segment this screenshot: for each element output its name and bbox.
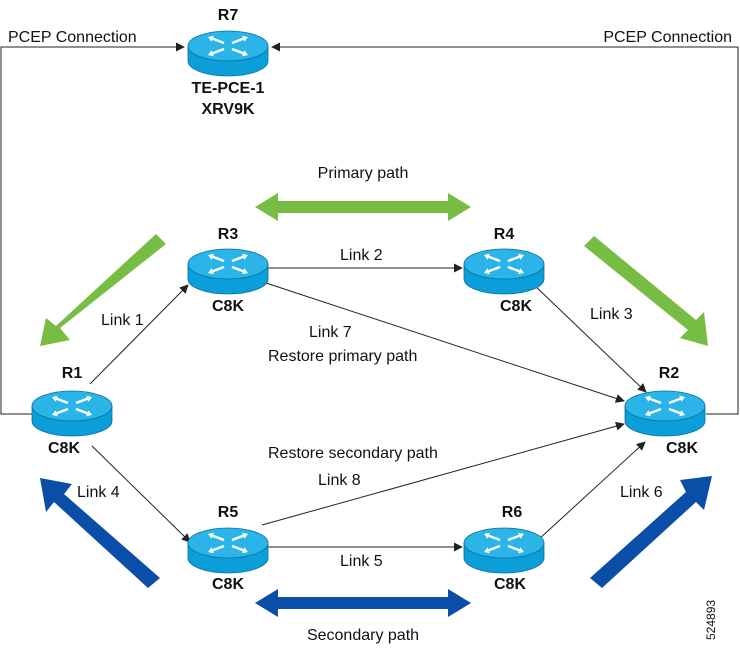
router-r1-name: R1 xyxy=(62,365,83,382)
router-arrows-icon xyxy=(208,253,248,275)
pcep-connection-right xyxy=(271,42,739,415)
link-8-line xyxy=(261,421,625,526)
router-r7-icon[interactable] xyxy=(187,30,269,77)
router-r5-model: C8K xyxy=(212,576,244,593)
link-6-line xyxy=(537,441,646,541)
router-r7-model-line1: TE-PCE-1 xyxy=(192,80,265,97)
router-r1-icon[interactable] xyxy=(31,390,113,437)
router-arrows-icon xyxy=(208,35,248,57)
link-6-label: Link 6 xyxy=(620,484,663,501)
pcep-connection-right-label: PCEP Connection xyxy=(603,29,732,46)
router-r1-model: C8K xyxy=(48,440,80,457)
secondary-direction-arrow-right xyxy=(590,476,712,588)
restore-secondary-path-label: Restore secondary path xyxy=(268,445,438,462)
link-5-label: Link 5 xyxy=(340,553,383,570)
pcep-connection-left-label: PCEP Connection xyxy=(8,29,137,46)
link-7-label: Link 7 xyxy=(309,324,352,341)
link-3-line xyxy=(532,283,647,393)
router-arrows-icon xyxy=(484,532,524,554)
router-r3-icon[interactable] xyxy=(187,248,269,295)
router-r5-icon[interactable] xyxy=(187,527,269,574)
router-r2-model: C8K xyxy=(666,440,698,457)
router-r4-model: C8K xyxy=(500,298,532,315)
link-3-label: Link 3 xyxy=(590,306,633,323)
router-r6-icon[interactable] xyxy=(463,527,545,574)
router-arrows-icon xyxy=(52,395,92,417)
router-r2-icon[interactable] xyxy=(624,390,706,437)
figure-id: 524893 xyxy=(704,600,718,640)
router-arrows-icon xyxy=(645,395,685,417)
primary-path-label: Primary path xyxy=(318,165,409,182)
router-r3-model: C8K xyxy=(212,298,244,315)
primary-direction-arrow-right xyxy=(584,236,708,346)
link-4-line xyxy=(91,445,191,543)
router-r6-model: C8K xyxy=(494,576,526,593)
router-arrows-icon xyxy=(208,532,248,554)
pcep-connection-left xyxy=(0,42,185,415)
router-r2-name: R2 xyxy=(659,365,680,382)
router-r4-icon[interactable] xyxy=(463,248,545,295)
router-r5-name: R5 xyxy=(218,504,239,521)
router-r3-name: R3 xyxy=(218,226,239,243)
link-1-line xyxy=(89,284,189,385)
secondary-direction-arrow-left xyxy=(40,478,160,588)
secondary-path-arrow xyxy=(255,589,471,617)
router-arrows-icon xyxy=(484,253,524,275)
router-r7-name: R7 xyxy=(218,7,239,24)
link-1-label: Link 1 xyxy=(101,312,144,329)
router-r4-name: R4 xyxy=(494,226,515,243)
router-r7-model-line2: XRV9K xyxy=(201,101,255,118)
restore-primary-path-label: Restore primary path xyxy=(268,348,417,365)
link-2-label: Link 2 xyxy=(340,247,383,264)
primary-path-arrow xyxy=(255,193,471,221)
link-7-line xyxy=(262,281,625,403)
link-8-label: Link 8 xyxy=(318,472,361,489)
link-4-label: Link 4 xyxy=(77,484,120,501)
primary-direction-arrow-left xyxy=(40,234,166,346)
secondary-path-label: Secondary path xyxy=(307,627,419,644)
router-r6-name: R6 xyxy=(502,504,523,521)
